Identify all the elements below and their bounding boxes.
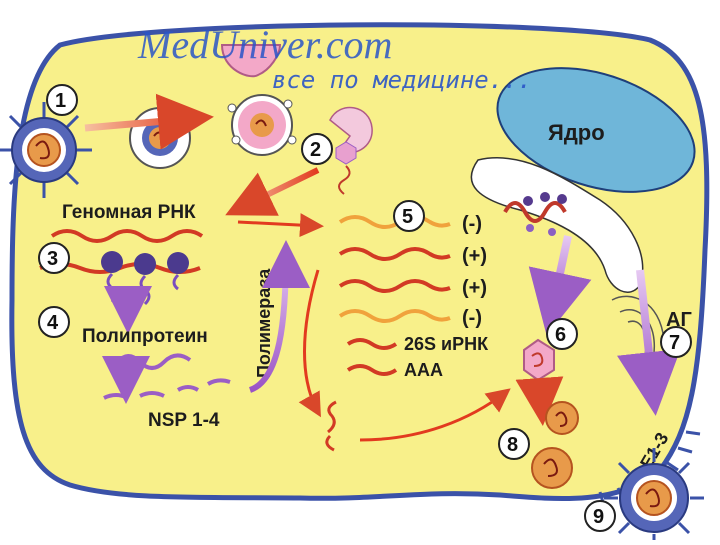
step-markers (38, 84, 692, 532)
step-3: 3 (47, 248, 58, 270)
genomic-rna-strand (50, 229, 204, 243)
golgi-label: АГ (666, 309, 692, 331)
watermark-site: MedUniver.com (137, 22, 392, 67)
capsid-hexagon (523, 338, 555, 382)
strand-label-4: (-) (462, 307, 482, 329)
step-8: 8 (507, 434, 518, 456)
arrow-er-to-capsid (528, 235, 592, 336)
polyprotein-label: Полипротеин (82, 326, 208, 347)
virion-released (604, 448, 704, 545)
arrow-entry (84, 93, 214, 150)
step-9: 9 (593, 506, 604, 528)
virion-incoming (0, 102, 92, 198)
arrow-polymerase (248, 240, 310, 393)
nucleocapsid (545, 401, 579, 435)
nsp-fragments (103, 378, 231, 400)
strand-label-3: (+) (462, 277, 487, 299)
endosome-fusion (220, 44, 297, 156)
polya-label: AAA (404, 360, 443, 380)
uncoating-particle (329, 106, 373, 195)
arrow-capsid-budding (515, 376, 564, 426)
nucleus-label: Ядро (548, 120, 605, 145)
step-5: 5 (402, 206, 413, 228)
arrow-release (225, 167, 320, 216)
polymerase-label: Полимераза (254, 268, 274, 378)
step-1: 1 (55, 90, 66, 112)
step-7: 7 (669, 332, 680, 354)
arrow-to-assembly (359, 388, 511, 442)
mrna-label: 26S иРНК (404, 334, 489, 354)
step-4: 4 (47, 312, 59, 334)
er-membrane (470, 157, 644, 293)
strand-label-2: (+) (462, 245, 487, 267)
nucleus (496, 67, 696, 193)
arrow-genome-packaging (298, 269, 321, 418)
genomic-rna-label: Геномная РНК (62, 202, 196, 223)
nsp-label: NSP 1-4 (148, 410, 220, 431)
arrow-to-replication (237, 213, 324, 238)
er-ribosomes (503, 192, 567, 236)
step-6: 6 (555, 324, 566, 346)
step-2: 2 (310, 139, 321, 161)
watermark-tagline: все по медицине... (272, 66, 532, 94)
strand-label-1: (-) (462, 213, 482, 235)
arrow-golgi-transport (617, 269, 681, 416)
budding-virion (531, 447, 573, 489)
packaged-rna (325, 400, 337, 452)
